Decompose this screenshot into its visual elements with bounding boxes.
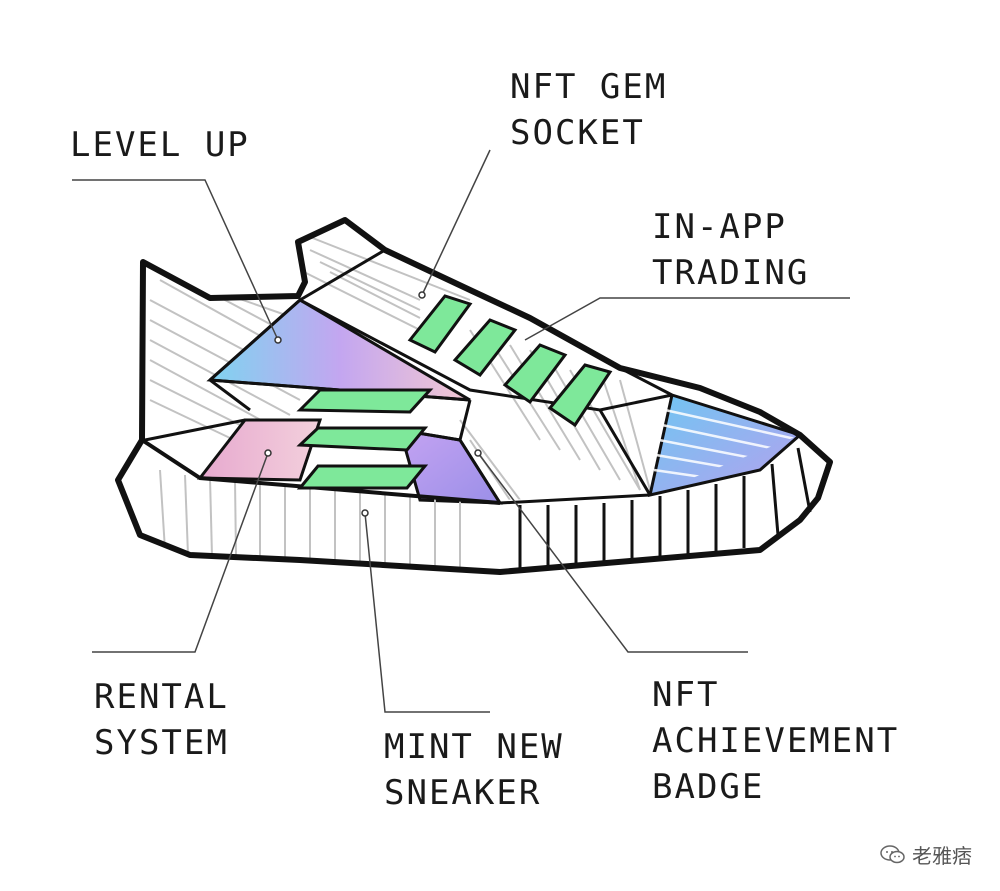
wechat-icon (880, 844, 905, 863)
label-in-app-trading: IN-APP TRADING (652, 204, 809, 296)
sole-hatching (159, 469, 461, 570)
label-line: MINT NEW (384, 727, 564, 767)
label-level-up: LEVEL UP (70, 122, 250, 168)
label-mint-new-sneaker: MINT NEW SNEAKER (384, 724, 564, 816)
lace-1 (407, 294, 473, 354)
label-line: SOCKET (510, 113, 645, 153)
lace-5 (296, 388, 434, 414)
lace-4 (547, 363, 613, 428)
lace-2 (452, 318, 518, 377)
shoe-outline (115, 217, 833, 575)
label-line: ACHIEVEMENT (652, 721, 900, 761)
rental-system-panel (196, 418, 323, 482)
label-nft-gem-socket: NFT GEM SOCKET (510, 64, 667, 156)
label-line: SYSTEM (94, 723, 229, 763)
label-line: NFT (652, 675, 720, 715)
label-nft-achievement-badge: NFT ACHIEVEMENT BADGE (652, 672, 899, 810)
watermark-text: 老雅痞 (912, 844, 972, 868)
lace-7 (296, 464, 429, 490)
label-line: NFT GEM (510, 67, 668, 107)
callout-lines (72, 149, 850, 713)
lace-6 (296, 426, 429, 452)
label-line: RENTAL (94, 677, 229, 717)
label-line: SNEAKER (384, 773, 542, 813)
toe-panel (648, 393, 804, 497)
label-line: TRADING (652, 253, 810, 293)
watermark: 老雅痞 (880, 840, 972, 869)
label-line: BADGE (652, 767, 765, 807)
callout-dots (264, 291, 482, 517)
label-line: IN-APP (652, 207, 787, 247)
lace-3 (502, 343, 568, 405)
label-rental-system: RENTAL SYSTEM (94, 674, 229, 766)
sole-top-line (140, 438, 501, 505)
laces (296, 294, 613, 490)
sole-ribs (518, 447, 812, 570)
label-line: LEVEL UP (70, 125, 250, 165)
